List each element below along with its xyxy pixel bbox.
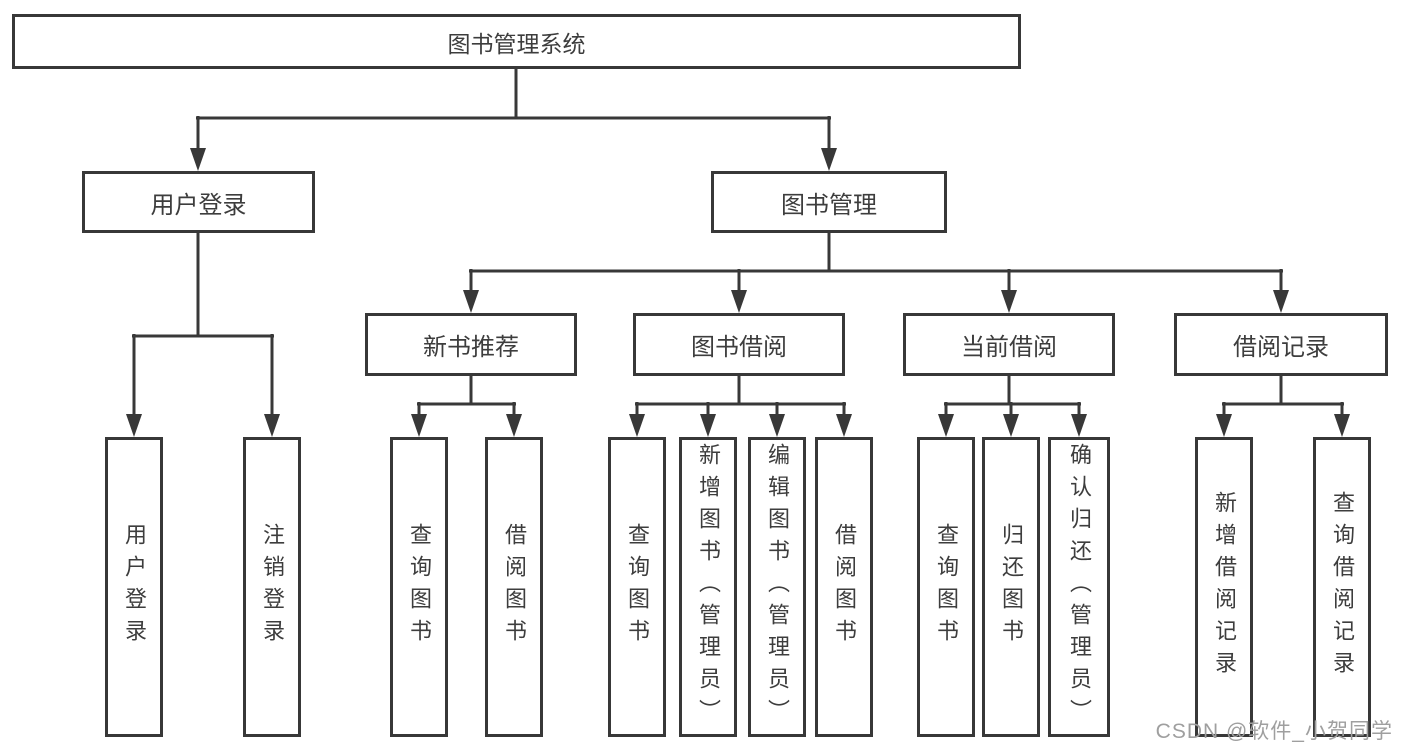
node-label: 新书推荐 [423,334,519,361]
csdn-watermark: CSDN @软件_小贺同学 [1155,720,1393,743]
leaf-query-books-recommend: 查询图书 [390,437,448,737]
leaf-confirm-return-admin: 确认归还（管理员） [1048,437,1110,737]
node-label: 查询借阅记录 [1330,491,1355,683]
node-book-borrow: 图书借阅 [633,313,845,376]
node-label: 新增借阅记录 [1212,491,1237,683]
leaf-add-books-admin: 新增图书（管理员） [679,437,737,737]
node-current-borrow: 当前借阅 [903,313,1115,376]
node-book-management: 图书管理 [711,171,947,233]
node-label: 借阅图书 [502,523,527,651]
leaf-logout: 注销登录 [243,437,301,737]
leaf-borrow-books: 借阅图书 [815,437,873,737]
node-label: 确认归还（管理员） [1067,443,1092,731]
leaf-query-books-borrow: 查询图书 [608,437,666,737]
node-label: 图书借阅 [691,334,787,361]
node-label: 新增图书（管理员） [696,443,721,731]
node-library-management-system: 图书管理系统 [12,14,1021,69]
node-label: 借阅记录 [1233,334,1329,361]
leaf-edit-books-admin: 编辑图书（管理员） [748,437,806,737]
node-borrow-records: 借阅记录 [1174,313,1388,376]
node-label: 用户登录 [150,191,247,219]
leaf-user-login: 用户登录 [105,437,163,737]
leaf-query-books-current: 查询图书 [917,437,975,737]
node-label: 当前借阅 [961,334,1057,361]
leaf-return-books: 归还图书 [982,437,1040,737]
node-label: 注销登录 [260,523,285,651]
node-user-login: 用户登录 [82,171,315,233]
node-label: 图书管理 [781,191,877,219]
node-label: 查询图书 [934,523,959,651]
leaf-borrow-books-recommend: 借阅图书 [485,437,543,737]
leaf-query-borrow-record: 查询借阅记录 [1313,437,1371,737]
node-label: 借阅图书 [832,523,857,651]
node-label: 编辑图书（管理员） [765,443,790,731]
node-label: 查询图书 [625,523,650,651]
node-label: 用户登录 [122,523,147,651]
leaf-add-borrow-record: 新增借阅记录 [1195,437,1253,737]
node-new-book-recommend: 新书推荐 [365,313,577,376]
node-label: 归还图书 [999,523,1024,651]
node-label: 查询图书 [407,523,432,651]
node-label: 图书管理系统 [447,30,586,57]
